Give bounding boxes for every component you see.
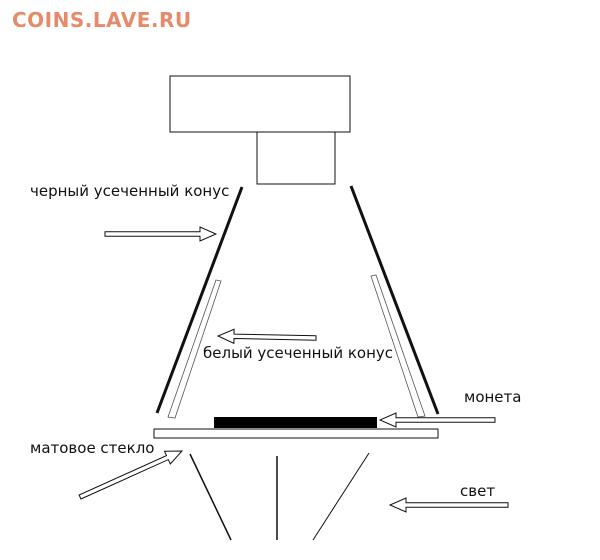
arrow-light [388, 497, 509, 513]
light-ray-right [312, 452, 370, 541]
black-cone-left-wall [155, 186, 244, 414]
label-black-cone: черный усеченный конус [30, 182, 230, 200]
label-matte-glass: матовое стекло [30, 439, 155, 457]
site-watermark: COINS.LAVE.RU [12, 8, 192, 32]
light-ray-left [189, 453, 232, 541]
arrow-to-black-cone [104, 226, 218, 242]
label-light: свет [460, 482, 496, 500]
camera-lens [256, 131, 336, 185]
white-cone-left-wall [167, 279, 222, 419]
black-cone-right-wall [349, 185, 440, 415]
arrow-to-white-cone [216, 328, 317, 345]
label-white-cone: белый усеченный конус [203, 344, 394, 362]
coin [214, 417, 377, 428]
arrow-to-coin [378, 412, 496, 428]
matte-glass [153, 428, 439, 439]
white-cone-right-wall [370, 274, 426, 418]
arrow-to-matte-glass [78, 450, 184, 500]
camera-body [169, 75, 351, 133]
label-coin: монета [464, 388, 522, 406]
